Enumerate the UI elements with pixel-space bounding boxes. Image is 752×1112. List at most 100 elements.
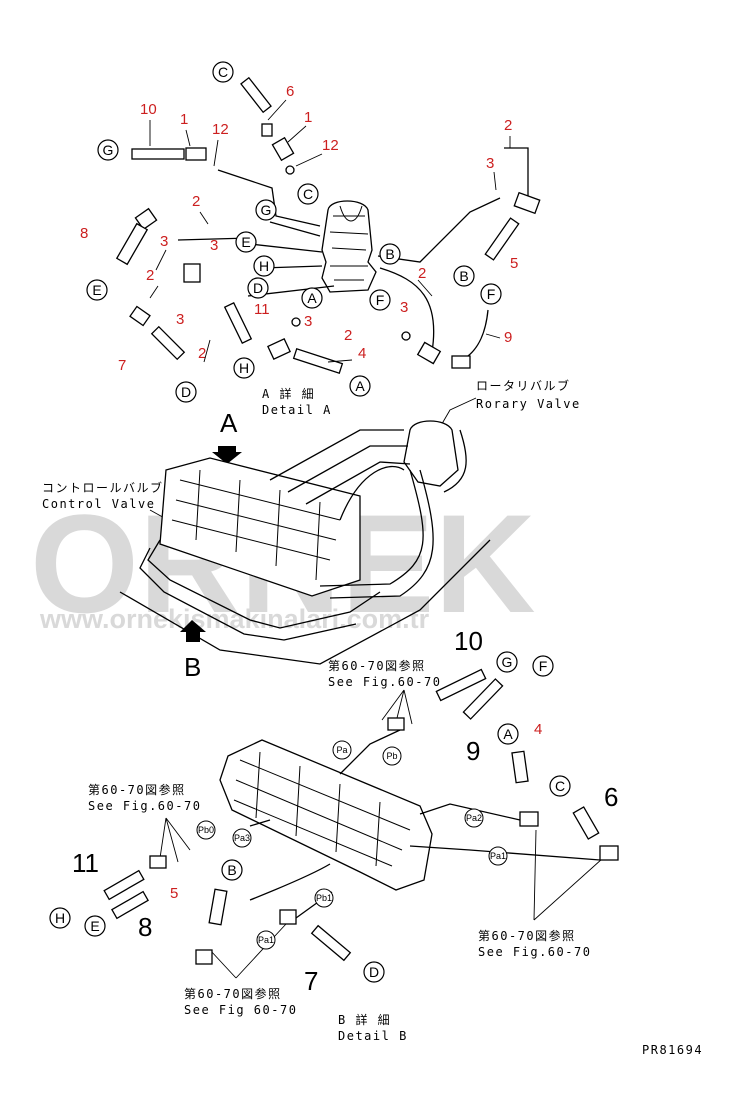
rotary-valve-label-en: Rorary Valve: [476, 397, 581, 411]
connector-b-A: A: [497, 723, 519, 745]
svg-text:Pb0: Pb0: [198, 825, 214, 835]
part-number: 3: [160, 233, 168, 250]
svg-text:Pa1: Pa1: [490, 851, 506, 861]
port-pa3: Pa3: [232, 828, 252, 848]
part-number: 2: [418, 265, 426, 282]
part-number: 5: [170, 885, 178, 902]
part-number: 6: [286, 83, 294, 100]
port-pa2: Pa2: [464, 808, 484, 828]
svg-text:G: G: [261, 202, 272, 218]
view-mark-a: A: [220, 408, 238, 438]
connector-b-F: F: [532, 655, 554, 677]
view-mark-b: B: [184, 652, 201, 682]
detail-b-caption-en: Detail B: [338, 1029, 408, 1043]
connector-a-C-mid: C: [297, 183, 319, 205]
connector-a-G-left: G: [97, 139, 119, 161]
connector-a-D-bottom: D: [175, 381, 197, 403]
part-number: 1: [304, 109, 312, 126]
connector-b-B: B: [221, 859, 243, 881]
svg-text:C: C: [555, 778, 565, 794]
reference-caption-3-jp: 第60-70図参照: [478, 928, 576, 943]
part-number: 3: [486, 155, 494, 172]
svg-text:Pb: Pb: [386, 751, 397, 761]
connector-a-B-mid: B: [379, 243, 401, 265]
svg-text:A: A: [355, 378, 365, 394]
reference-caption-4-jp: 第60-70図参照: [184, 986, 282, 1001]
port-pa: Pa: [332, 740, 352, 760]
svg-text:D: D: [253, 280, 263, 296]
reference-caption-3-en: See Fig.60-70: [478, 945, 591, 959]
part-number: 11: [254, 301, 270, 318]
reference-caption-4-en: See Fig 60-70: [184, 1003, 297, 1017]
detail-a: C G C G E H B D A F E B F H D A 6 10 1 1…: [80, 61, 541, 417]
part-number: 4: [534, 721, 542, 738]
reference-caption-1-jp: 第60-70図参照: [328, 658, 426, 673]
detail-a-caption-jp: A 詳 細: [262, 386, 315, 401]
connector-b-D: D: [363, 961, 385, 983]
port-pb0: Pb0: [196, 820, 216, 840]
svg-text:G: G: [502, 654, 513, 670]
connector-a-A-mid: A: [301, 287, 323, 309]
svg-text:Pb1: Pb1: [316, 893, 332, 903]
part-number: 9: [504, 329, 512, 346]
part-number: 3: [304, 313, 312, 330]
svg-text:H: H: [55, 910, 65, 926]
connector-b-E: E: [84, 915, 106, 937]
connector-a-F-right: F: [480, 283, 502, 305]
detail-b-fittings: [103, 668, 619, 965]
control-valve-label-jp: コントロールバルブ: [42, 480, 164, 495]
control-valve-label-en: Control Valve: [42, 497, 155, 511]
port-pb: Pb: [382, 746, 402, 766]
part-number: 12: [212, 121, 229, 138]
svg-text:B: B: [227, 862, 236, 878]
part-number: 1: [180, 111, 188, 128]
connector-b-C: C: [549, 775, 571, 797]
part-number: 5: [510, 255, 518, 272]
reference-caption-2-en: See Fig.60-70: [88, 799, 201, 813]
svg-text:A: A: [503, 726, 513, 742]
svg-text:D: D: [369, 964, 379, 980]
detail-b: 第60-70図参照 See Fig.60-70 第60-70図参照 See Fi…: [49, 626, 619, 1043]
svg-text:Pa1: Pa1: [258, 935, 274, 945]
drawing-number: PR81694: [642, 1043, 703, 1057]
connector-a-B-right: B: [453, 265, 475, 287]
connector-a-H-mid: H: [253, 255, 275, 277]
svg-text:Pa: Pa: [336, 745, 347, 755]
svg-text:B: B: [459, 268, 468, 284]
detail-a-fittings: [115, 76, 541, 374]
part-number: 6: [604, 782, 618, 812]
part-number: 2: [192, 193, 200, 210]
part-number: 3: [400, 299, 408, 316]
svg-text:H: H: [239, 360, 249, 376]
detail-a-caption-en: Detail A: [262, 403, 332, 417]
connector-a-D-mid: D: [247, 277, 269, 299]
part-number: 8: [80, 225, 88, 242]
svg-text:E: E: [92, 282, 101, 298]
svg-text:F: F: [487, 286, 496, 302]
reference-caption-1-en: See Fig.60-70: [328, 675, 441, 689]
detail-b-caption-jp: B 詳 細: [338, 1012, 391, 1027]
svg-text:C: C: [303, 186, 313, 202]
part-number: 2: [344, 327, 352, 344]
connector-b-H: H: [49, 907, 71, 929]
svg-text:B: B: [385, 246, 394, 262]
part-number: 9: [466, 736, 480, 766]
connector-a-E-left: E: [86, 279, 108, 301]
connector-a-F-mid: F: [369, 289, 391, 311]
overview-piping: [119, 429, 491, 665]
control-valve-detail-b: [219, 739, 433, 891]
svg-text:H: H: [259, 258, 269, 274]
connector-a-H-bottom: H: [233, 357, 255, 379]
svg-text:E: E: [90, 918, 99, 934]
part-number: 2: [198, 345, 206, 362]
part-number: 3: [210, 237, 218, 254]
connector-a-A-bottom: A: [349, 375, 371, 397]
svg-text:F: F: [539, 658, 548, 674]
part-number: 7: [304, 966, 318, 996]
detail-b-hoses: [249, 729, 601, 919]
part-number: 2: [504, 117, 512, 134]
rotary-valve-overview: [403, 420, 459, 487]
view-arrow-b: [180, 620, 206, 642]
